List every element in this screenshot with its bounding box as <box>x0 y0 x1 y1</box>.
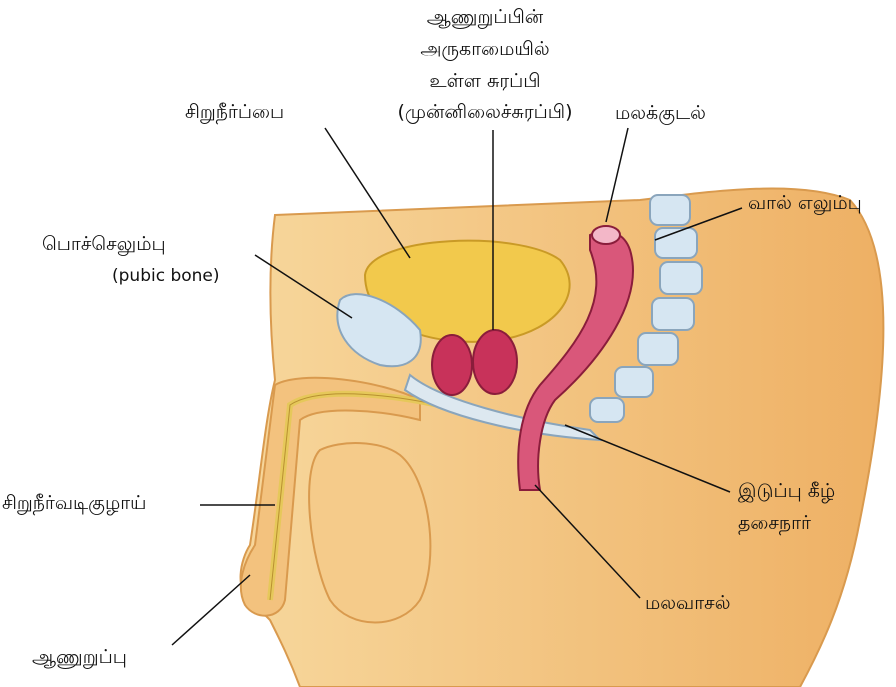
pubic-bone-shape <box>336 293 422 368</box>
label-bladder: சிறுநீர்ப்பை <box>185 101 285 123</box>
label-pubic-bone: பொச்செலும்பு <box>42 233 166 255</box>
label-tailbone: வால் எலும்பு <box>748 192 862 214</box>
label-pelvic-floor-line1: இடுப்பு கீழ் <box>738 480 836 502</box>
rectum-opening <box>591 225 621 245</box>
scrotum-shape <box>308 442 432 624</box>
label-prostate-line1: ஆணுறுப்பின் <box>426 6 544 28</box>
leader-lines <box>171 127 743 646</box>
label-urethra: சிறுநீர்வடிகுழாய் <box>2 492 147 514</box>
tailbone-segments <box>589 194 703 423</box>
prostate-left <box>431 334 473 396</box>
rectum-shape <box>517 230 634 491</box>
label-penis: ஆணுறுப்பு <box>32 646 127 668</box>
label-prostate-line4: (முன்னிலைச்சுரப்பி) <box>397 101 573 123</box>
label-anus: மலவாசல் <box>645 592 731 614</box>
label-prostate-line3: உள்ள சுரப்பி <box>429 70 541 92</box>
pelvic-floor-band <box>403 373 603 442</box>
label-prostate-line2: அருகாமையில் <box>420 38 550 60</box>
label-rectum: மலக்குடல் <box>615 102 706 124</box>
label-pubic-bone-en: (pubic bone) <box>112 266 220 286</box>
label-pelvic-floor-line2: தசைநார் <box>738 512 811 534</box>
prostate-right <box>472 329 518 395</box>
